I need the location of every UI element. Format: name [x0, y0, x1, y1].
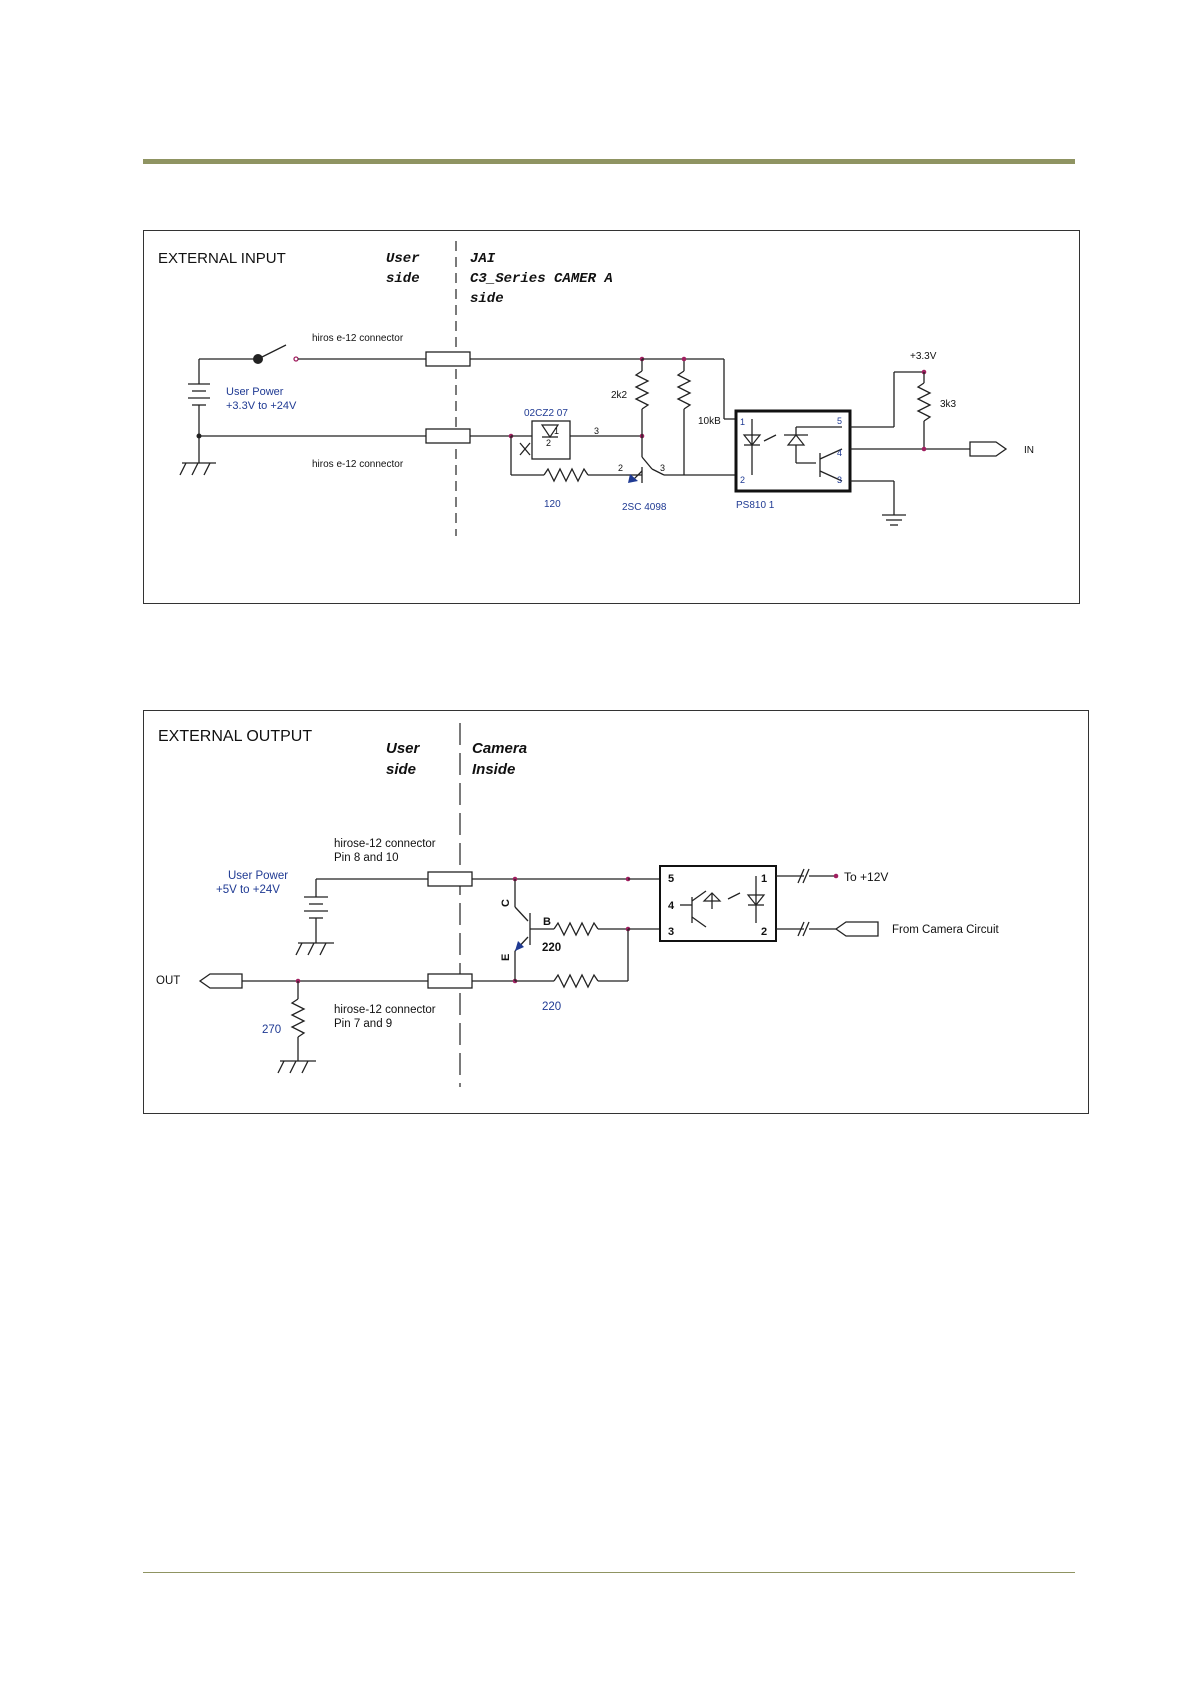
output-out-ground-icon: [277, 1060, 316, 1074]
input-r10k-label: 10kB: [698, 416, 721, 427]
input-transistor-label: 2SC 4098: [622, 502, 667, 513]
output-resistor-220-emitter-icon: [553, 973, 599, 989]
output-user-power-line1: User Power: [228, 870, 288, 882]
external-input-diagram: EXTERNAL INPUT User side JAI C3_Series C…: [143, 230, 1080, 604]
output-camera-port-icon: [834, 921, 879, 937]
output-transistor-b-label: B: [543, 916, 551, 928]
input-r3k3-label: 3k3: [940, 399, 957, 410]
input-node-output: [921, 446, 927, 452]
input-resistor-120-icon: [543, 467, 589, 483]
external-output-schematic: EXTERNAL OUTPUT User side Camera Inside …: [156, 723, 1000, 1087]
output-to-12v-label: To +12V: [844, 870, 888, 884]
output-opto-pin3: 3: [668, 926, 674, 938]
output-connector-top-line1: hirose-12 connector: [334, 838, 436, 850]
input-title: EXTERNAL INPUT: [158, 250, 286, 267]
output-resistor-220-base-icon: [553, 921, 599, 937]
input-user-power-line1: User Power: [226, 386, 284, 398]
input-user-power-line2: +3.3V to +24V: [226, 400, 297, 412]
input-transistor-pin3: 3: [660, 463, 665, 473]
input-switch-icon: [253, 344, 299, 364]
input-r120-label: 120: [544, 499, 561, 510]
output-connector-top-icon: [427, 871, 473, 887]
input-user-side-line1: User: [386, 251, 420, 267]
output-opto-pin5: 5: [668, 873, 674, 885]
output-r220-emitter-label: 220: [542, 1001, 561, 1013]
output-connector-bottom-line1: hirose-12 connector: [334, 1004, 436, 1016]
output-user-side-line2: side: [386, 761, 416, 778]
output-r220-base-label: 220: [542, 942, 561, 954]
input-opto-label: PS810 1: [736, 500, 775, 511]
output-battery-ground-icon: [295, 942, 334, 956]
input-out-port-icon: [969, 441, 1008, 457]
input-zener-pin2: 2: [546, 438, 551, 448]
input-camera-side-line1: JAI: [470, 251, 496, 267]
output-opto-pin1: 1: [761, 873, 767, 885]
output-optocoupler-photodiode-icon: [702, 892, 722, 909]
footer-rule: [143, 1572, 1075, 1573]
output-r270-label: 270: [262, 1024, 281, 1036]
output-user-power-line2: +5V to +24V: [216, 884, 280, 896]
input-optocoupler-box: [734, 409, 852, 493]
input-ground-icon: [179, 436, 216, 476]
output-connector-bottom-icon: [427, 973, 473, 989]
input-connector-bottom-label: hiros e-12 connector: [312, 459, 404, 470]
output-transistor-icon: [514, 879, 531, 981]
input-zener-box: [531, 420, 571, 460]
input-opto-pin1: 1: [740, 417, 745, 427]
output-connector-bottom-line2: Pin 7 and 9: [334, 1018, 392, 1030]
input-node-10k: [681, 356, 687, 362]
input-zener-label: 02CZ2 07: [524, 408, 568, 419]
input-optocoupler-led-icon: [742, 419, 777, 475]
input-resistor-3k3-icon: [916, 382, 932, 422]
input-zener-pin3: 3: [594, 426, 599, 436]
output-connector-top-line2: Pin 8 and 10: [334, 852, 399, 864]
input-connector-top-label: hiros e-12 connector: [312, 333, 404, 344]
output-camera-side-line2: Inside: [472, 761, 515, 778]
output-battery-icon: [304, 879, 328, 943]
input-opto-pin5: 5: [837, 416, 842, 426]
input-opto-pin4: 4: [837, 448, 842, 458]
output-opto-pin4: 4: [668, 900, 675, 912]
output-resistor-270-icon: [290, 998, 306, 1038]
input-user-side-line2: side: [386, 271, 420, 287]
input-battery-icon: [188, 359, 210, 436]
input-zener-pin1: 1: [554, 426, 559, 436]
input-resistor-2k2-icon: [634, 370, 650, 410]
input-out-label: IN: [1024, 445, 1034, 456]
output-break-bottom-icon: [797, 921, 805, 937]
input-opto-pin2: 2: [740, 475, 745, 485]
output-user-side-line1: User: [386, 740, 421, 757]
output-out-label: OUT: [156, 975, 180, 987]
input-transistor-pin2: 2: [618, 463, 623, 473]
external-input-schematic: EXTERNAL INPUT User side JAI C3_Series C…: [158, 241, 1034, 536]
output-break-top-icon: [797, 868, 805, 884]
output-optocoupler-transistor-icon: [680, 890, 707, 928]
input-opto-ground-icon: [882, 481, 906, 526]
output-node-12v: [833, 873, 839, 879]
output-transistor-e-label: E: [500, 954, 512, 961]
output-opto-pin2: 2: [761, 926, 767, 938]
output-title: EXTERNAL OUTPUT: [158, 728, 312, 745]
input-camera-side-line2: C3_Series CAMER A: [470, 271, 613, 287]
input-opto-pin3: 3: [837, 475, 842, 485]
input-resistor-10k-icon: [676, 370, 692, 410]
input-camera-side-line3: side: [470, 291, 504, 307]
output-optocoupler-box: [659, 865, 777, 942]
input-r2k2-label: 2k2: [611, 390, 628, 401]
output-camera-side-line1: Camera: [472, 740, 527, 757]
input-optocoupler-transistor-icon: [819, 448, 843, 482]
output-optocoupler-led-icon: [727, 876, 766, 923]
input-optocoupler-photodiode-icon: [784, 426, 842, 464]
output-transistor-c-label: C: [500, 899, 512, 907]
input-transistor-icon: [626, 436, 665, 483]
external-output-diagram: EXTERNAL OUTPUT User side Camera Inside …: [143, 710, 1089, 1114]
input-connector-bottom-icon: [425, 428, 471, 444]
header-rule: [143, 159, 1075, 164]
input-zener-icon: [540, 424, 560, 439]
output-out-port-icon: [198, 973, 243, 989]
output-from-camera-label: From Camera Circuit: [892, 924, 1000, 936]
input-connector-top-icon: [425, 351, 471, 367]
input-supply-label: +3.3V: [910, 351, 937, 362]
